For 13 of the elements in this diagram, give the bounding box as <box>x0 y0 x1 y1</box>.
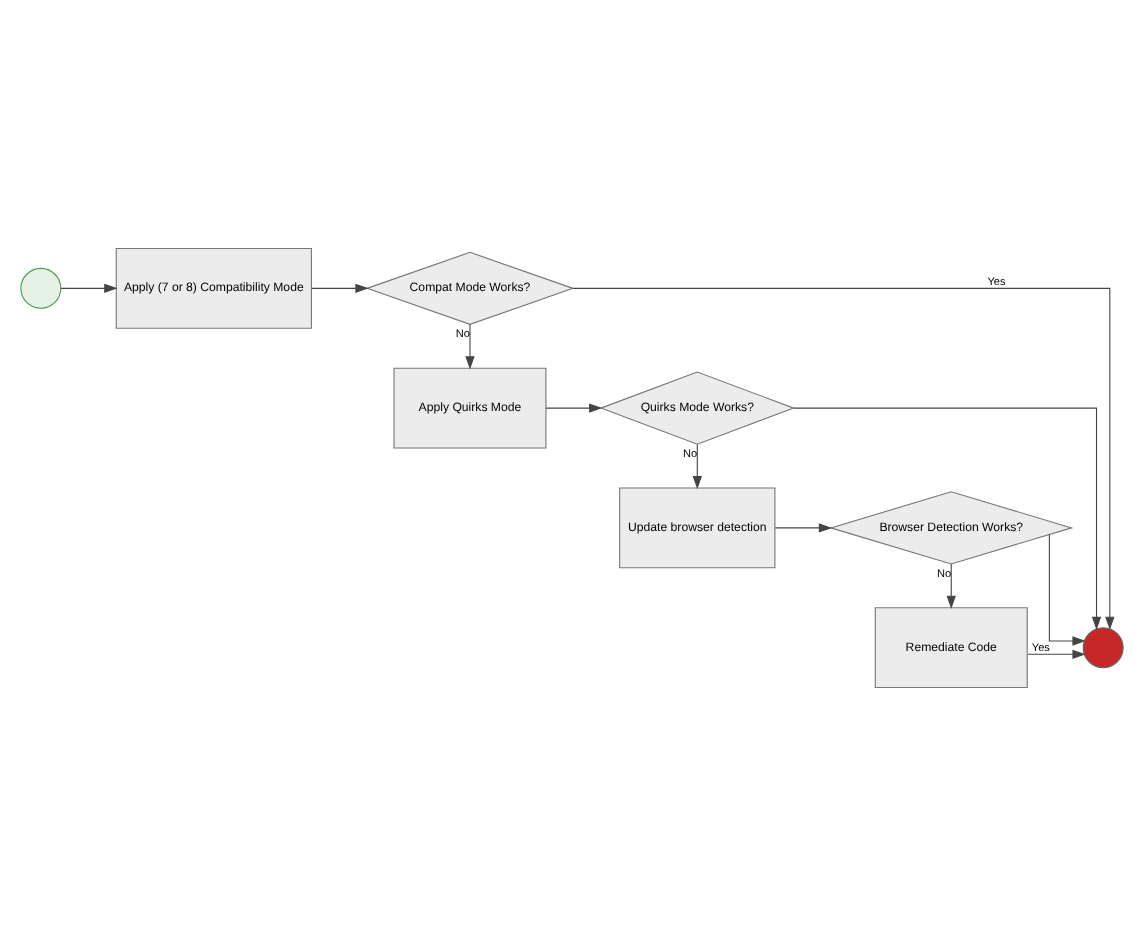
arrow <box>1027 648 1086 658</box>
node-circle <box>20 266 62 308</box>
arrow <box>465 323 475 369</box>
arrow <box>774 522 833 532</box>
arrow <box>793 406 1102 630</box>
arrow <box>60 282 118 293</box>
arrow <box>311 282 369 293</box>
arrow <box>946 562 956 608</box>
arrow <box>1048 533 1086 645</box>
arrow <box>692 442 702 489</box>
arrow <box>545 402 603 412</box>
node-circle <box>1082 626 1124 668</box>
arrow <box>572 286 1115 629</box>
